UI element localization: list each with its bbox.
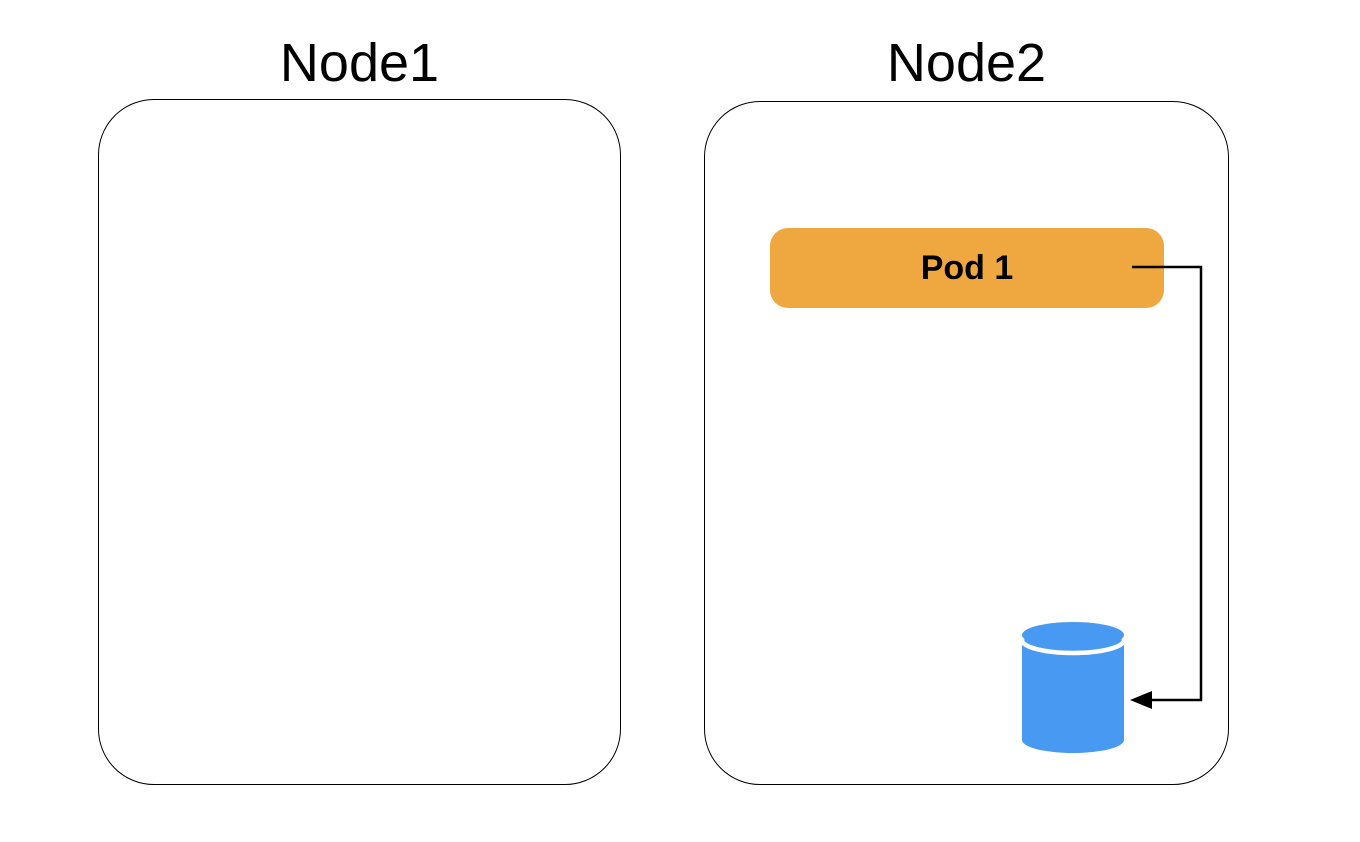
pod-1-label: Pod 1 — [920, 248, 1014, 287]
pod-1-shape: Pod 1 — [770, 228, 1164, 308]
node1-title: Node1 — [279, 33, 440, 93]
node1-box — [98, 99, 621, 785]
node2-title: Node2 — [886, 33, 1047, 93]
node2-box — [704, 101, 1229, 785]
